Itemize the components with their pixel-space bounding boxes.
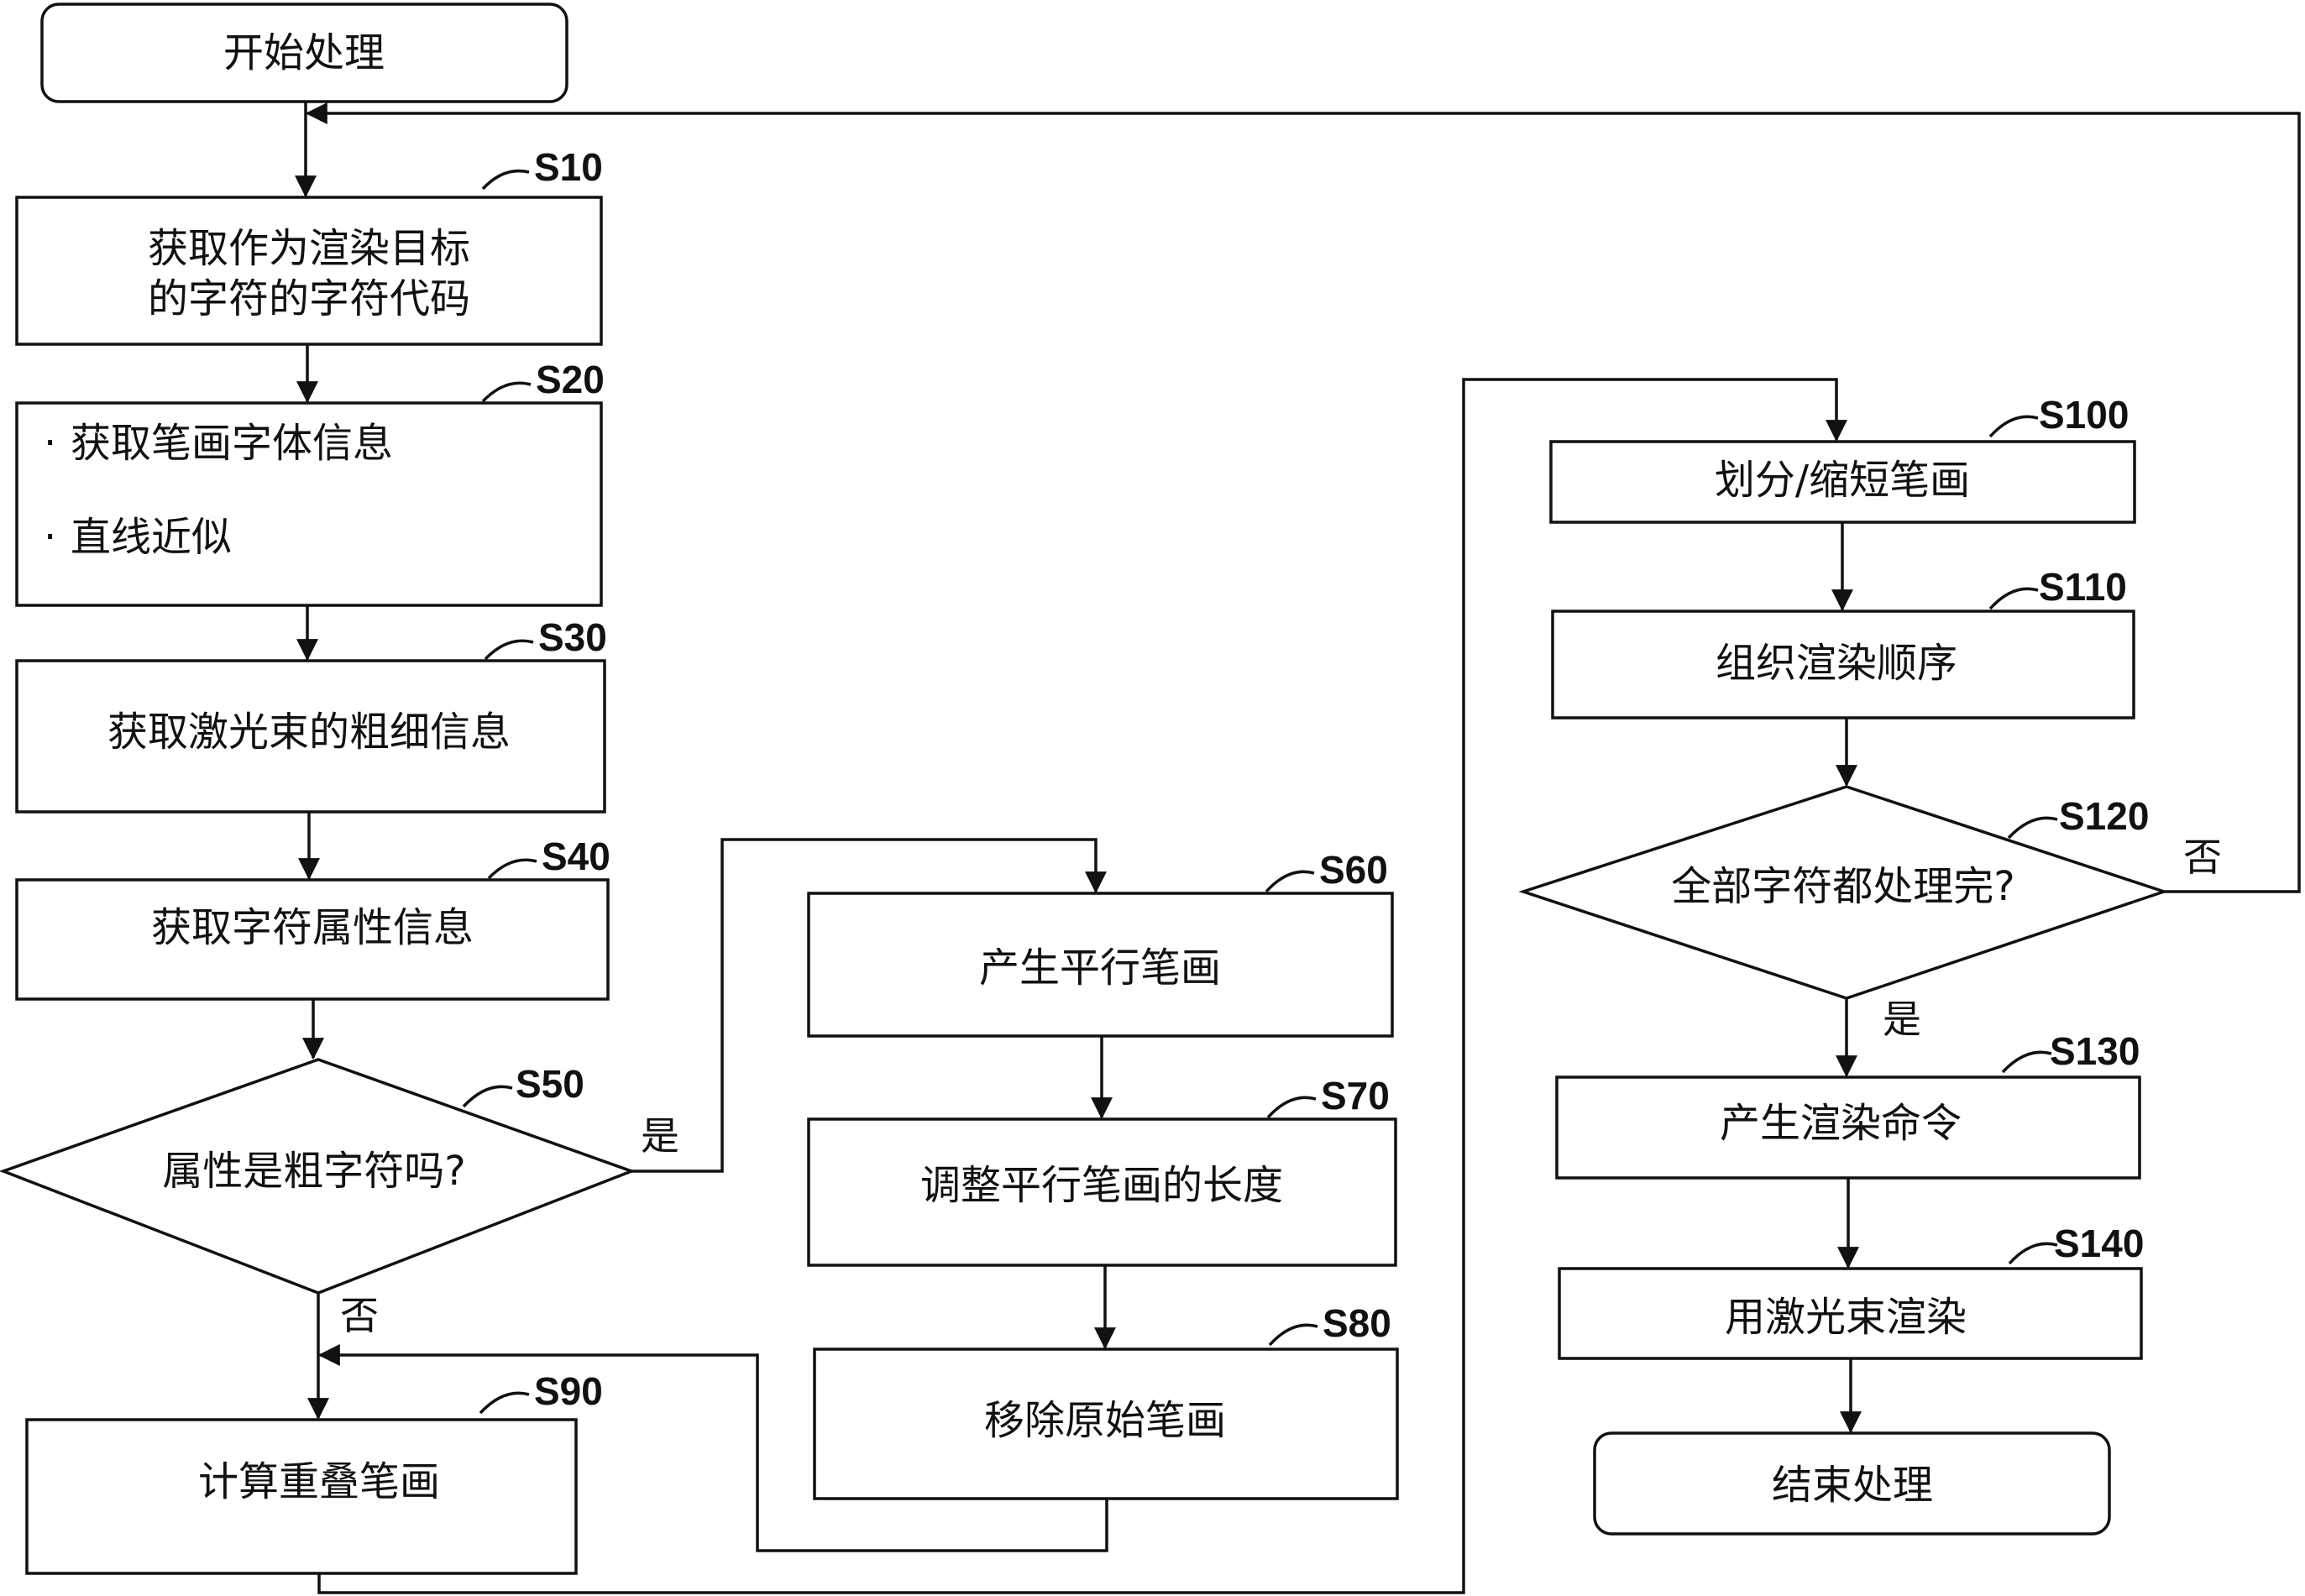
arrow-s120-no-loop (305, 102, 2301, 893)
step-s110-label: S110 (2039, 565, 2127, 609)
step-s10-text-line2: 的字符的字符代码 (148, 275, 470, 322)
step-s20-item-2: 直线近似 (71, 514, 232, 561)
step-s140-label: S140 (2054, 1222, 2144, 1265)
step-s30: 获取激光束的粗细信息 (15, 659, 606, 814)
branch-s50-no: 否 (340, 1293, 379, 1338)
step-s90: 计算重叠笔画 (25, 1418, 578, 1575)
branch-s50-yes: 是 (641, 1113, 679, 1159)
step-s10-leader (481, 169, 530, 191)
step-s100-leader (1988, 415, 2039, 438)
step-s80: 移除原始笔画 (813, 1347, 1399, 1500)
start-node-text: 开始处理 (223, 29, 385, 76)
decision-s50-label: S50 (516, 1062, 584, 1106)
step-s30-leader (484, 639, 534, 661)
step-s110: 组织渲染顺序 (1551, 610, 2135, 720)
step-s130-leader (2001, 1050, 2052, 1074)
step-s90-text: 计算重叠笔画 (198, 1458, 440, 1505)
step-s20-leader (481, 381, 532, 403)
step-s40-text: 获取字符属性信息 (151, 904, 474, 951)
step-s70-leader (1266, 1096, 1317, 1119)
arrow-s50-yes-to-s60 (631, 838, 1107, 1173)
step-s60-label: S60 (1319, 848, 1388, 892)
start-node: 开始处理 (40, 3, 568, 103)
step-s20-label: S20 (536, 358, 605, 401)
step-s80-label: S80 (1323, 1301, 1391, 1345)
step-s10-label: S10 (534, 145, 603, 189)
decision-s50-leader (462, 1085, 513, 1108)
step-s30-label: S30 (538, 615, 607, 659)
step-s40-leader (487, 858, 537, 880)
step-s20-item-1: 获取笔画字体信息 (71, 420, 393, 467)
decision-s120-leader (2007, 816, 2058, 840)
step-s140-leader (2008, 1242, 2058, 1265)
arrow-s80-to-s90 (317, 1344, 1108, 1552)
arrow-s90-to-s100 (317, 378, 1847, 1594)
step-s70-label: S70 (1321, 1074, 1390, 1117)
step-s70-text: 调整平行笔画的长度 (920, 1162, 1283, 1209)
step-s60: 产生平行笔画 (807, 892, 1394, 1038)
step-s130: 产生渲染命令 (1555, 1075, 2141, 1180)
step-s40: 获取字符属性信息 (15, 878, 610, 1001)
decision-s50-text: 属性是粗字符吗? (162, 1148, 465, 1195)
decision-s120-text: 全部字符都处理完? (1671, 863, 2014, 910)
end-node-text: 结束处理 (1772, 1462, 1933, 1509)
step-s20-bullet-2: · (44, 514, 56, 561)
step-s40-label: S40 (542, 835, 610, 878)
step-s90-label: S90 (534, 1369, 603, 1413)
step-s130-label: S130 (2050, 1029, 2140, 1073)
step-s110-text: 组织渲染顺序 (1716, 640, 1957, 687)
step-s30-text: 获取激光束的粗细信息 (107, 709, 511, 756)
end-node: 结束处理 (1593, 1431, 2111, 1536)
step-s140-text: 用激光束渲染 (1725, 1294, 1967, 1341)
step-s10: 获取作为渲染目标 的字符的字符代码 (15, 196, 603, 346)
step-s140: 用激光束渲染 (1558, 1267, 2143, 1360)
step-s70: 调整平行笔画的长度 (807, 1117, 1397, 1267)
step-s20: · 获取笔画字体信息 · 直线近似 (15, 401, 603, 607)
step-s90-leader (479, 1391, 530, 1415)
step-s110-leader (1988, 587, 2039, 610)
decision-s120-label: S120 (2059, 794, 2149, 838)
step-s130-text: 产生渲染命令 (1720, 1100, 1962, 1147)
step-s60-text: 产生平行笔画 (979, 945, 1221, 992)
step-s100: 划分/缩短笔画 (1549, 440, 2136, 524)
step-s20-bullet-1: · (44, 420, 56, 467)
step-s80-text: 移除原始笔画 (984, 1397, 1226, 1444)
step-s100-label: S100 (2039, 393, 2129, 437)
decision-s120: 全部字符都处理完? (1518, 785, 2169, 1000)
step-s80-leader (1268, 1323, 1318, 1347)
step-s10-text-line1: 获取作为渲染目标 (148, 225, 470, 272)
branch-s120-yes: 是 (1883, 997, 1921, 1042)
step-s60-leader (1265, 870, 1315, 893)
step-s100-text: 划分/缩短笔画 (1715, 457, 1970, 504)
branch-s120-no: 否 (2183, 835, 2222, 880)
connectors (295, 102, 2301, 1594)
